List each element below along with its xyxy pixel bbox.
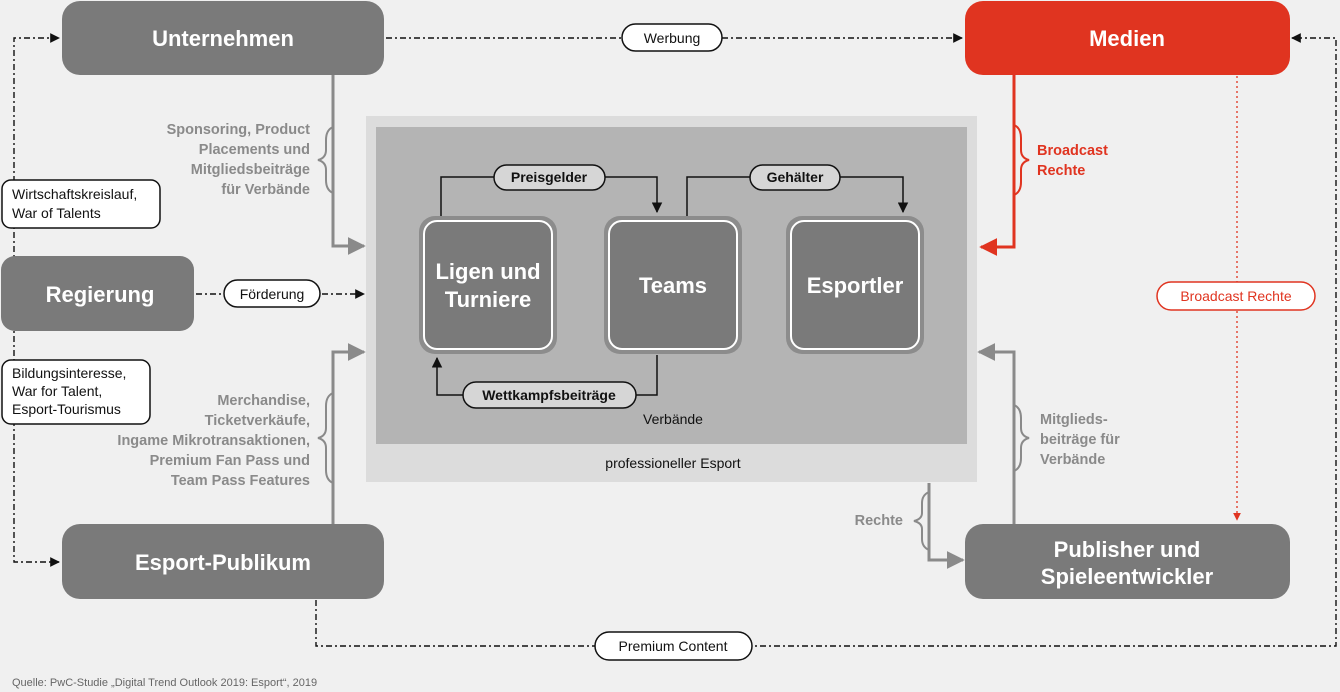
- node-publisher[interactable]: Publisher und Spieleentwickler: [965, 524, 1290, 599]
- pill-preisgelder-label: Preisgelder: [511, 169, 588, 185]
- left-top-loop: [13, 33, 60, 294]
- node-regierung-label: Regierung: [46, 282, 155, 307]
- right-loop: [315, 33, 1337, 647]
- node-teams-label: Teams: [639, 273, 707, 298]
- merchandise-brace: [317, 392, 334, 484]
- label-broadcast-line-1: Broadcast: [1037, 143, 1108, 159]
- node-regierung[interactable]: Regierung: [1, 256, 194, 331]
- side-box-bildung-line-2: War for Talent,: [12, 383, 102, 399]
- label-mitglieds-line-2: beiträge für: [1040, 432, 1120, 448]
- label-verbaende: Verbände: [643, 411, 703, 427]
- label-merchandise-line-1: Merchandise,: [217, 393, 310, 409]
- source-note: Quelle: PwC-Studie „Digital Trend Outloo…: [12, 677, 317, 689]
- label-sponsoring-line-1: Sponsoring, Product: [167, 122, 311, 138]
- pill-foerderung: Förderung: [223, 279, 321, 308]
- label-mitglieds: Mitglieds- beiträge für Verbände: [1040, 412, 1120, 468]
- pill-wettkampfsbeitraege: Wettkampfsbeiträge: [462, 381, 637, 409]
- mitglieds-brace: [1013, 404, 1030, 472]
- label-mitglieds-line-1: Mitglieds-: [1040, 412, 1108, 428]
- label-sponsoring-line-3: Mitgliedsbeiträge: [191, 162, 310, 178]
- pill-premium-content-label: Premium Content: [619, 638, 728, 654]
- node-medien-label: Medien: [1089, 26, 1165, 51]
- label-sponsoring-line-4: für Verbände: [221, 182, 310, 198]
- side-box-bildung-line-1: Bildungsinteresse,: [12, 365, 126, 381]
- side-box-bildung-line-3: Esport-Tourismus: [12, 401, 121, 417]
- left-bottom-loop: [13, 294, 60, 567]
- label-sponsoring: Sponsoring, Product Placements und Mitgl…: [167, 122, 311, 198]
- node-esport-publikum-label: Esport-Publikum: [135, 550, 311, 575]
- node-publisher-label-1: Publisher und: [1054, 537, 1201, 562]
- pill-werbung: Werbung: [621, 23, 723, 52]
- sponsoring-arrow: [331, 74, 366, 255]
- pill-preisgelder: Preisgelder: [493, 164, 606, 191]
- node-unternehmen-label: Unternehmen: [152, 26, 294, 51]
- node-teams[interactable]: Teams: [604, 216, 742, 354]
- node-esportler[interactable]: Esportler: [786, 216, 924, 354]
- label-merchandise: Merchandise, Ticketverkäufe, Ingame Mikr…: [117, 393, 310, 489]
- pill-werbung-label: Werbung: [644, 30, 701, 46]
- side-box-wirtschaft-line-2: War of Talents: [12, 205, 101, 221]
- label-merchandise-line-3: Ingame Mikrotransaktionen,: [117, 433, 310, 449]
- side-box-bildung: Bildungsinteresse, War for Talent, Espor…: [1, 359, 151, 425]
- rechte-brace: [913, 491, 930, 551]
- node-esport-publikum[interactable]: Esport-Publikum: [62, 524, 384, 599]
- node-ligen-turniere[interactable]: Ligen und Turniere: [419, 216, 557, 354]
- mitglieds-arrow: [977, 343, 1016, 524]
- label-professioneller-esport: professioneller Esport: [605, 455, 741, 471]
- label-broadcast-line-2: Rechte: [1037, 163, 1085, 179]
- node-unternehmen[interactable]: Unternehmen: [62, 1, 384, 75]
- label-rechte: Rechte: [855, 513, 903, 529]
- node-ligen-label-2: Turniere: [445, 287, 531, 312]
- label-mitglieds-line-3: Verbände: [1040, 452, 1105, 468]
- sponsoring-brace: [317, 126, 334, 194]
- pill-broadcast-rechte: Broadcast Rechte: [1156, 281, 1316, 311]
- pill-foerderung-label: Förderung: [240, 286, 305, 302]
- node-esportler-label: Esportler: [807, 273, 904, 298]
- pill-broadcast-rechte-label: Broadcast Rechte: [1180, 288, 1291, 304]
- pill-gehaelter-label: Gehälter: [767, 169, 824, 185]
- pill-wettkampfsbeitraege-label: Wettkampfsbeiträge: [482, 387, 616, 403]
- broadcast-arrow: [979, 74, 1016, 256]
- rechte-arrow: [927, 483, 965, 569]
- label-merchandise-line-5: Team Pass Features: [171, 473, 310, 489]
- label-merchandise-line-4: Premium Fan Pass und: [150, 453, 310, 469]
- label-sponsoring-line-2: Placements und: [199, 142, 310, 158]
- label-broadcast: Broadcast Rechte: [1037, 143, 1108, 179]
- side-box-wirtschaft: Wirtschaftskreislauf, War of Talents: [1, 179, 161, 229]
- node-publisher-label-2: Spieleentwickler: [1041, 564, 1214, 589]
- broadcast-brace: [1013, 124, 1030, 196]
- pill-gehaelter: Gehälter: [749, 164, 841, 191]
- label-merchandise-line-2: Ticketverkäufe,: [205, 413, 310, 429]
- node-medien[interactable]: Medien: [965, 1, 1290, 75]
- side-box-wirtschaft-line-1: Wirtschaftskreislauf,: [12, 186, 137, 202]
- merchandise-arrow: [331, 343, 366, 524]
- node-ligen-label-1: Ligen und: [435, 259, 540, 284]
- pill-premium-content: Premium Content: [594, 631, 753, 661]
